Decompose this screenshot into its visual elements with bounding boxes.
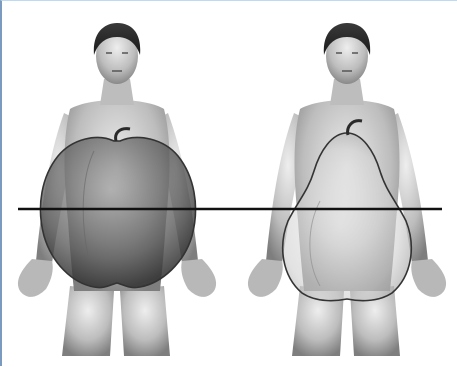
- left-figure: [18, 23, 216, 356]
- right-figure: [248, 23, 446, 356]
